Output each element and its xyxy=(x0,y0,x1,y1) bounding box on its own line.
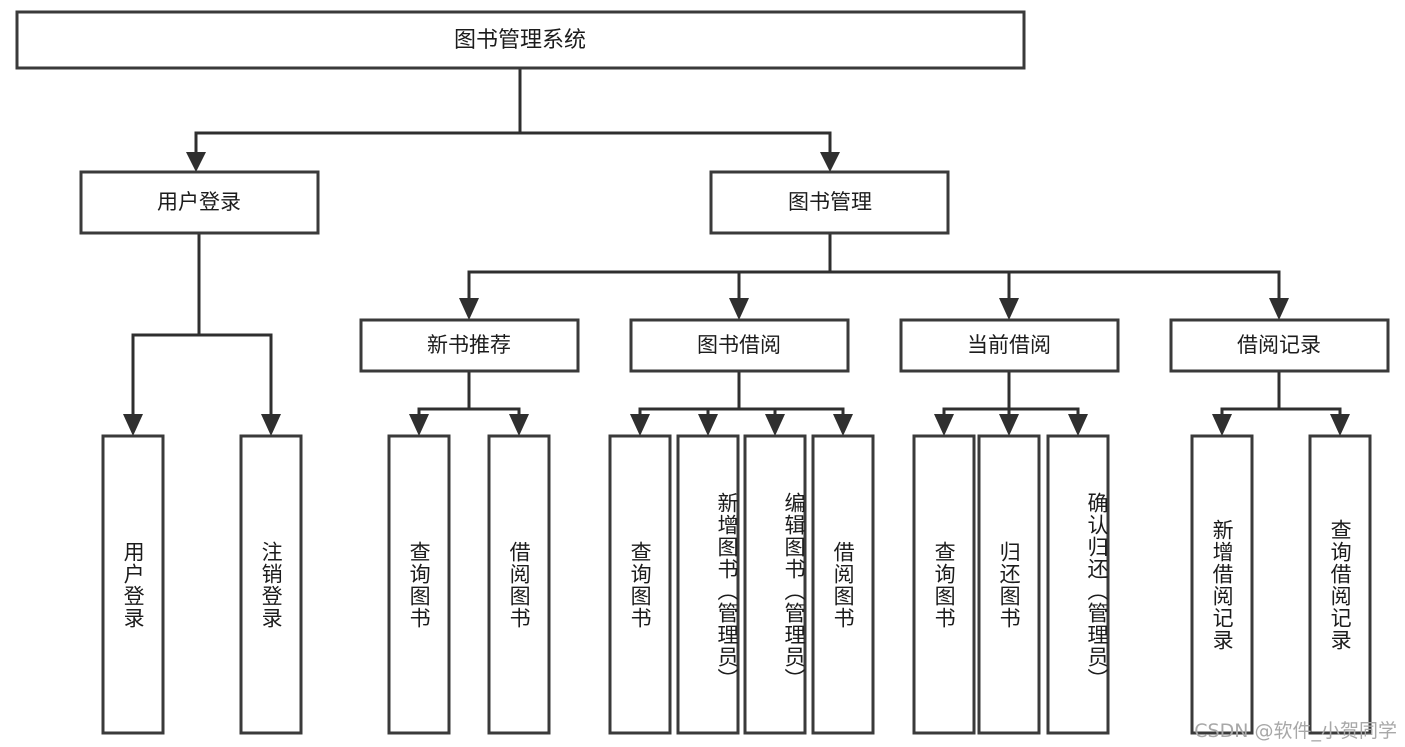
node-book-manage-box[interactable] xyxy=(709,170,950,235)
node-leaf-edit-book-box[interactable] xyxy=(743,434,807,735)
arrowhead-leaf-logout-login xyxy=(261,414,281,436)
arrowhead-leaf-confirm-return xyxy=(1068,414,1088,436)
node-book-borrow-label: 图书借阅 xyxy=(697,333,781,357)
node-leaf-query-book-2-box[interactable] xyxy=(608,434,672,735)
arrowhead-leaf-query-book-2 xyxy=(630,414,650,436)
node-leaf-return-book-box[interactable] xyxy=(977,434,1041,735)
node-borrow-record-box[interactable] xyxy=(1169,318,1390,373)
arrowhead-new-book-recommend xyxy=(459,298,479,320)
node-root-box[interactable] xyxy=(15,10,1026,70)
arrowhead-leaf-query-book-1 xyxy=(409,414,429,436)
arrowhead-leaf-borrow-book-1 xyxy=(509,414,529,436)
node-user-login[interactable]: 用户登录 xyxy=(79,170,320,235)
node-current-borrow-box[interactable] xyxy=(899,318,1120,373)
node-leaf-confirm-return-box[interactable] xyxy=(1046,434,1110,735)
node-new-book-recommend-label: 新书推荐 xyxy=(427,333,511,357)
node-user-login-label: 用户登录 xyxy=(157,190,241,214)
node-leaf-query-book-1-box[interactable] xyxy=(387,434,451,735)
arrowhead-leaf-borrow-book-2 xyxy=(833,414,853,436)
node-leaf-add-record-box[interactable] xyxy=(1190,434,1254,735)
node-borrow-record-label: 借阅记录 xyxy=(1237,333,1321,357)
node-new-book-recommend-box[interactable] xyxy=(359,318,580,373)
arrowhead-borrow-record xyxy=(1269,298,1289,320)
node-leaf-borrow-book-2-box[interactable] xyxy=(811,434,875,735)
leaf-box-group xyxy=(101,434,1372,735)
arrowhead-leaf-query-record xyxy=(1330,414,1350,436)
node-leaf-add-book-box[interactable] xyxy=(676,434,740,735)
arrowhead-leaf-add-record xyxy=(1212,414,1232,436)
node-current-borrow[interactable]: 当前借阅 xyxy=(899,318,1120,373)
node-borrow-record[interactable]: 借阅记录 xyxy=(1169,318,1390,373)
node-book-borrow-box[interactable] xyxy=(629,318,850,373)
node-book-manage[interactable]: 图书管理 xyxy=(709,170,950,235)
node-leaf-user-login-box[interactable] xyxy=(101,434,165,735)
node-new-book-recommend[interactable]: 新书推荐 xyxy=(359,318,580,373)
node-leaf-query-record-box[interactable] xyxy=(1308,434,1372,735)
node-book-manage-label: 图书管理 xyxy=(788,190,872,214)
node-root[interactable]: 图书管理系统 xyxy=(15,10,1026,70)
node-leaf-logout-login-box[interactable] xyxy=(239,434,303,735)
csdn-watermark: CSDN @软件_小贺同学 xyxy=(1194,720,1397,742)
arrowhead-leaf-return-book xyxy=(999,414,1019,436)
arrowhead-user-login xyxy=(186,152,206,172)
arrowhead-leaf-user-login xyxy=(123,414,143,436)
node-root-label: 图书管理系统 xyxy=(454,28,586,53)
arrowhead-leaf-query-book-3 xyxy=(934,414,954,436)
arrowhead-leaf-add-book xyxy=(698,414,718,436)
node-current-borrow-label: 当前借阅 xyxy=(967,333,1051,357)
node-user-login-box[interactable] xyxy=(79,170,320,235)
arrowhead-book-manage xyxy=(820,152,840,172)
connector-group xyxy=(123,66,1350,436)
arrowhead-current-borrow xyxy=(999,298,1019,320)
node-leaf-query-book-3-box[interactable] xyxy=(912,434,976,735)
arrowhead-leaf-edit-book xyxy=(765,414,785,436)
node-book-borrow[interactable]: 图书借阅 xyxy=(629,318,850,373)
node-leaf-borrow-book-1-box[interactable] xyxy=(487,434,551,735)
arrowhead-book-borrow xyxy=(729,298,749,320)
